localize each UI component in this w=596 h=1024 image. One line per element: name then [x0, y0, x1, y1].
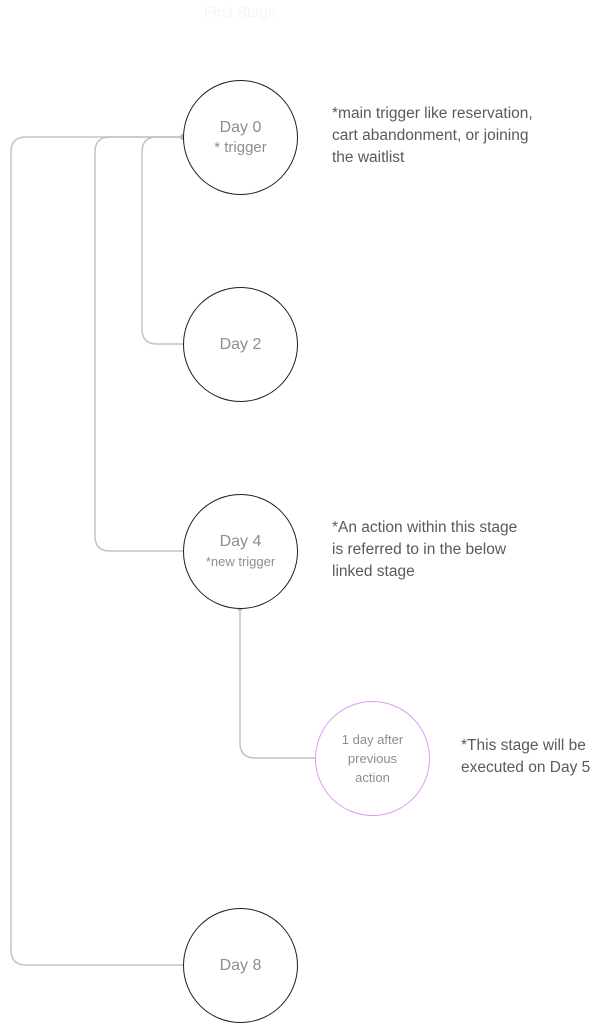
node-day-8[interactable]: Day 8 — [183, 908, 298, 1023]
node-day-0-label: Day 0 — [219, 118, 262, 136]
node-day-0-subtitle: * trigger — [214, 138, 267, 156]
connector-day0-day8 — [10, 136, 183, 966]
connector-day0-day4 — [94, 136, 183, 552]
note-delay: *This stage will be executed on Day 5 — [461, 737, 591, 776]
connector-day4-delay — [239, 608, 315, 759]
connector-day0-day2 — [141, 136, 183, 345]
node-day-0[interactable]: Day 0 * trigger — [183, 80, 298, 195]
diagram-title: First Stage — [203, 4, 277, 21]
node-day-2[interactable]: Day 2 — [183, 287, 298, 402]
node-day-2-label: Day 2 — [219, 335, 262, 353]
note-day-0: *main trigger like reservation, cart aba… — [332, 105, 533, 166]
node-day-4-label: Day 4 — [219, 532, 262, 550]
node-delay[interactable]: 1 day after previous action — [315, 701, 430, 816]
node-day-4[interactable]: Day 4 *new trigger — [183, 494, 298, 609]
node-day-8-label: Day 8 — [219, 956, 262, 974]
note-day-4: *An action within this stage is referred… — [332, 519, 518, 580]
node-day-4-subtitle: *new trigger — [205, 553, 276, 569]
node-delay-label: 1 day after previous action — [341, 732, 404, 785]
